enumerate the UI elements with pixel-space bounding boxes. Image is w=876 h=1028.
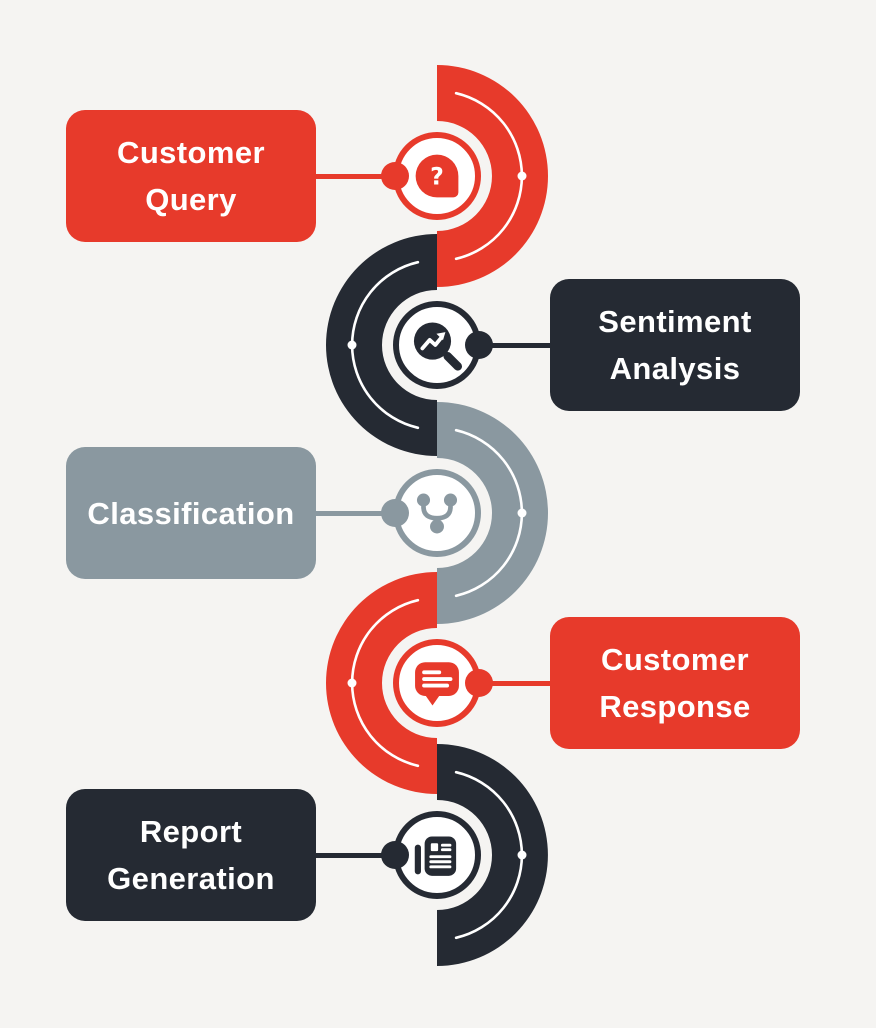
label-line: Analysis [609, 351, 741, 386]
icon-ring [393, 639, 481, 727]
network-nodes-icon [416, 493, 458, 534]
label-card: Customer Query [66, 110, 316, 242]
label-card: Customer Response [550, 617, 800, 749]
chat-message-icon [415, 662, 459, 706]
label-line: Classification [87, 495, 295, 531]
step-4-arc [326, 572, 437, 794]
question-bubble-icon: ? [415, 154, 459, 198]
label-card: Classification [66, 447, 316, 579]
label-line: Query [145, 182, 237, 217]
step-3-arc [437, 402, 548, 624]
label-line: Customer [117, 135, 265, 170]
connector-line [310, 174, 395, 179]
question-glyph: ? [430, 162, 444, 190]
connector-line [310, 511, 395, 516]
label-card: Sentiment Analysis [550, 279, 800, 411]
label-line: Generation [107, 861, 275, 896]
connector-dot [381, 841, 409, 869]
connector-dot [465, 331, 493, 359]
step-2-arc [326, 234, 437, 456]
step-1-arc [437, 65, 548, 287]
report-document-icon [414, 836, 457, 876]
connector-line [310, 853, 395, 858]
connector-dot [465, 669, 493, 697]
label-line: Customer [601, 642, 749, 677]
connector-dot [381, 162, 409, 190]
connector-line [479, 343, 556, 348]
label-line: Response [599, 689, 751, 724]
connector-line [479, 681, 556, 686]
connector-dot [381, 499, 409, 527]
icon-ring: ? [393, 132, 481, 220]
label-card: Report Generation [66, 789, 316, 921]
label-line: Sentiment [598, 304, 752, 339]
step-5-arc [437, 744, 548, 966]
label-line: Report [139, 814, 243, 849]
magnifier-trend-icon [413, 322, 463, 371]
